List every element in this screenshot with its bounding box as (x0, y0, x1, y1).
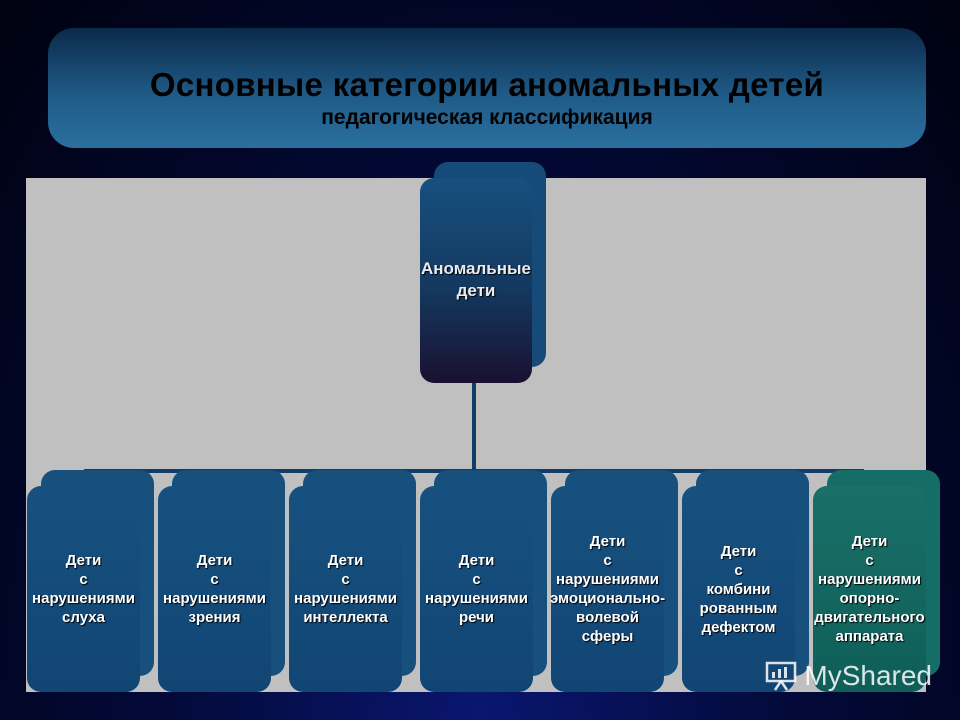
category-node-hearing: Дети с нарушениями слуха (27, 470, 154, 692)
category-node-label: Дети с нарушениями опорно- двигательного… (814, 533, 925, 645)
root-node: Аномальные дети (420, 162, 546, 383)
watermark: MyShared (764, 660, 932, 692)
category-node-vision: Дети с нарушениями зрения (158, 470, 285, 692)
category-node-speech: Дети с нарушениями речи (420, 470, 547, 692)
category-node-label: Дети с нарушениями зрения (163, 552, 266, 626)
presentation-board-icon (766, 661, 797, 691)
category-node-emotional: Дети с нарушениями эмоционально- волевой… (549, 470, 678, 692)
connector-vertical (472, 382, 476, 472)
category-node-label: Дети с нарушениями речи (425, 552, 528, 626)
category-node-face: Дети с комбини рованным дефектом (682, 486, 795, 692)
category-node-musculoskeletal: Дети с нарушениями опорно- двигательного… (813, 470, 940, 692)
category-node-label: Дети с комбини рованным дефектом (699, 542, 778, 636)
category-node-face: Дети с нарушениями эмоционально- волевой… (549, 486, 666, 692)
page-subtitle: педагогическая классификация (321, 106, 653, 129)
category-node-face: Дети с нарушениями слуха (27, 486, 140, 692)
category-node-label: Дети с нарушениями слуха (32, 552, 135, 626)
category-node-intellect: Дети с нарушениями интеллекта (289, 470, 416, 692)
root-node-face: Аномальные дети (420, 178, 532, 383)
category-node-label: Дети с нарушениями интеллекта (294, 552, 397, 626)
watermark-text: MyShared (804, 660, 932, 691)
category-node-face: Дети с нарушениями интеллекта (289, 486, 402, 692)
root-node-label: Аномальные дети (420, 259, 531, 300)
category-node-face: Дети с нарушениями опорно- двигательного… (813, 486, 926, 692)
category-node-label: Дети с нарушениями эмоционально- волевой… (549, 533, 666, 645)
category-node-face: Дети с нарушениями речи (420, 486, 533, 692)
category-node-combined: Дети с комбини рованным дефектом (682, 470, 809, 692)
category-node-face: Дети с нарушениями зрения (158, 486, 271, 692)
title-banner: Основные категории аномальных детей педа… (48, 28, 926, 148)
page-title: Основные категории аномальных детей (149, 66, 825, 103)
